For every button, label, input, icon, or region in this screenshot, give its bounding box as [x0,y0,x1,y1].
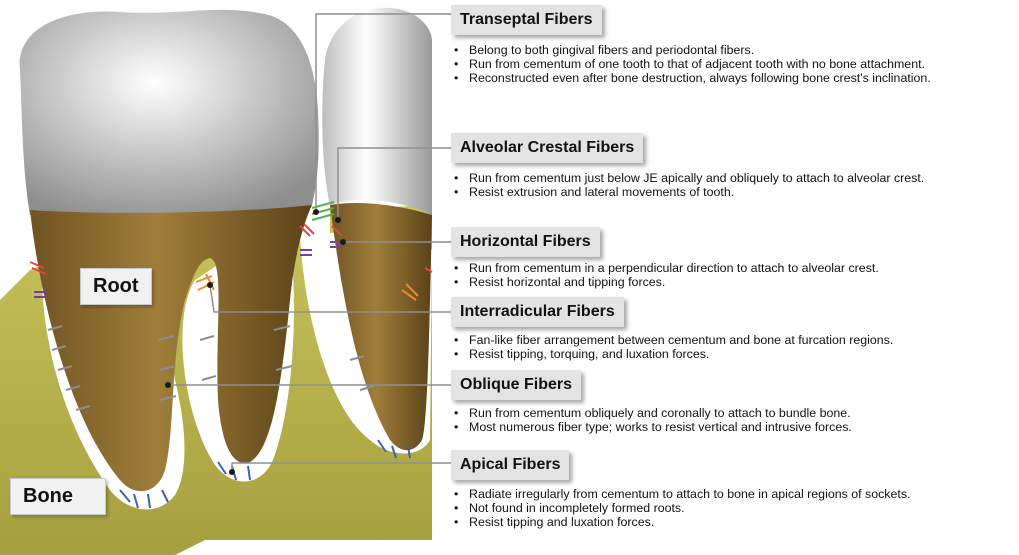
list-item: Resist tipping, torquing, and luxation f… [452,347,1018,361]
interradicular-fibers-list: Fan-like fiber arrangement between cemen… [452,333,1018,361]
list-item: Most numerous fiber type; works to resis… [452,420,1012,434]
alveolar-crestal-fibers-header: Alveolar Crestal Fibers [451,133,643,163]
interradicular-fibers-header: Interradicular Fibers [451,297,624,327]
alveolar-crestal-fibers-list: Run from cementum just below JE apically… [452,171,992,199]
apical-fibers-list: Radiate irregularly from cementum to att… [452,487,992,529]
list-item: Belong to both gingival fibers and perio… [452,43,992,57]
oblique-fibers-header: Oblique Fibers [451,370,581,400]
horizontal-fibers-header: Horizontal Fibers [451,227,600,257]
list-item: Resist horizontal and tipping forces. [452,275,1012,289]
list-item: Run from cementum in a perpendicular dir… [452,261,1012,275]
list-item: Run from cementum of one tooth to that o… [452,57,992,71]
list-item: Run from cementum obliquely and coronall… [452,406,1012,420]
horizontal-fibers-list: Run from cementum in a perpendicular dir… [452,261,1012,289]
list-item: Run from cementum just below JE apically… [452,171,992,185]
list-item: Resist tipping and luxation forces. [452,515,992,529]
apical-fibers-header: Apical Fibers [451,450,569,480]
list-item: Resist extrusion and lateral movements o… [452,185,992,199]
bone-label: Bone [10,478,106,515]
transeptal-fibers-header: Transeptal Fibers [451,5,602,35]
list-item: Not found in incompletely formed roots. [452,501,992,515]
list-item: Reconstructed even after bone destructio… [452,71,992,85]
root-label: Root [80,268,152,305]
list-item: Fan-like fiber arrangement between cemen… [452,333,1018,347]
list-item: Radiate irregularly from cementum to att… [452,487,992,501]
molar-crown [20,10,319,218]
oblique-fibers-list: Run from cementum obliquely and coronall… [452,406,1012,434]
transeptal-fibers-list: Belong to both gingival fibers and perio… [452,43,992,85]
